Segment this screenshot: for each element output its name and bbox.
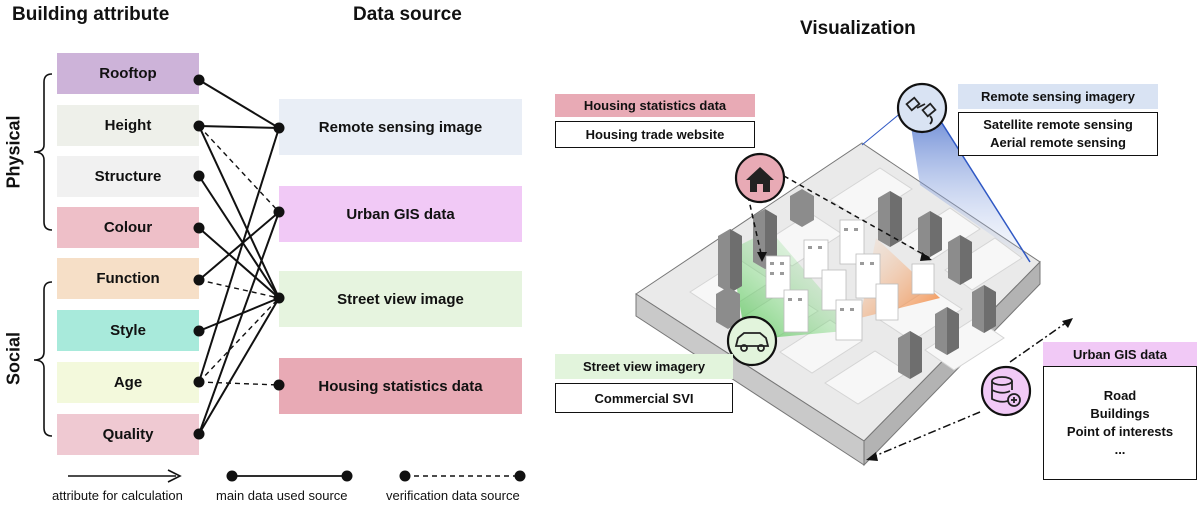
attr-structure: Structure <box>57 156 199 197</box>
viz-street-title: Street view imagery <box>555 354 733 379</box>
attr-style: Style <box>57 310 199 351</box>
viz-gis-item-road: Road <box>1103 388 1137 403</box>
attr-height: Height <box>57 105 199 146</box>
source-housing-stats: Housing statistics data <box>279 358 522 414</box>
attr-colour: Colour <box>57 207 199 248</box>
visualization-header: Visualization <box>800 18 916 39</box>
viz-housing-item: Housing trade website <box>555 121 755 148</box>
database-icon <box>980 365 1032 417</box>
legend-main-label: main data used source <box>216 488 348 503</box>
viz-gis-items: Road Buildings Point of interests ... <box>1043 366 1197 480</box>
car-icon <box>726 315 778 367</box>
viz-remote-title: Remote sensing imagery <box>958 84 1158 109</box>
source-header: Data source <box>353 4 462 25</box>
viz-street-item: Commercial SVI <box>555 383 733 413</box>
viz-gis-item-more: ... <box>1114 442 1126 457</box>
attr-age: Age <box>57 362 199 403</box>
viz-remote-item-2: Aerial remote sensing <box>990 135 1126 150</box>
attr-quality: Quality <box>57 414 199 455</box>
viz-gis-title: Urban GIS data <box>1043 342 1197 366</box>
attr-rooftop: Rooftop <box>57 53 199 94</box>
legend-verify-label: verification data source <box>386 488 520 503</box>
source-street-view: Street view image <box>279 271 522 327</box>
attribute-header: Building attribute <box>12 4 170 25</box>
viz-remote-item-1: Satellite remote sensing <box>983 117 1133 132</box>
legend-calc-label: attribute for calculation <box>52 488 183 503</box>
viz-gis-item-buildings: Buildings <box>1090 406 1150 421</box>
source-remote-sensing: Remote sensing image <box>279 99 522 155</box>
viz-gis-item-poi: Point of interests <box>1066 424 1174 439</box>
attr-function: Function <box>57 258 199 299</box>
viz-housing-title: Housing statistics data <box>555 94 755 117</box>
viz-remote-items: Satellite remote sensing Aerial remote s… <box>958 112 1158 156</box>
source-urban-gis: Urban GIS data <box>279 186 522 242</box>
satellite-icon <box>896 82 948 134</box>
